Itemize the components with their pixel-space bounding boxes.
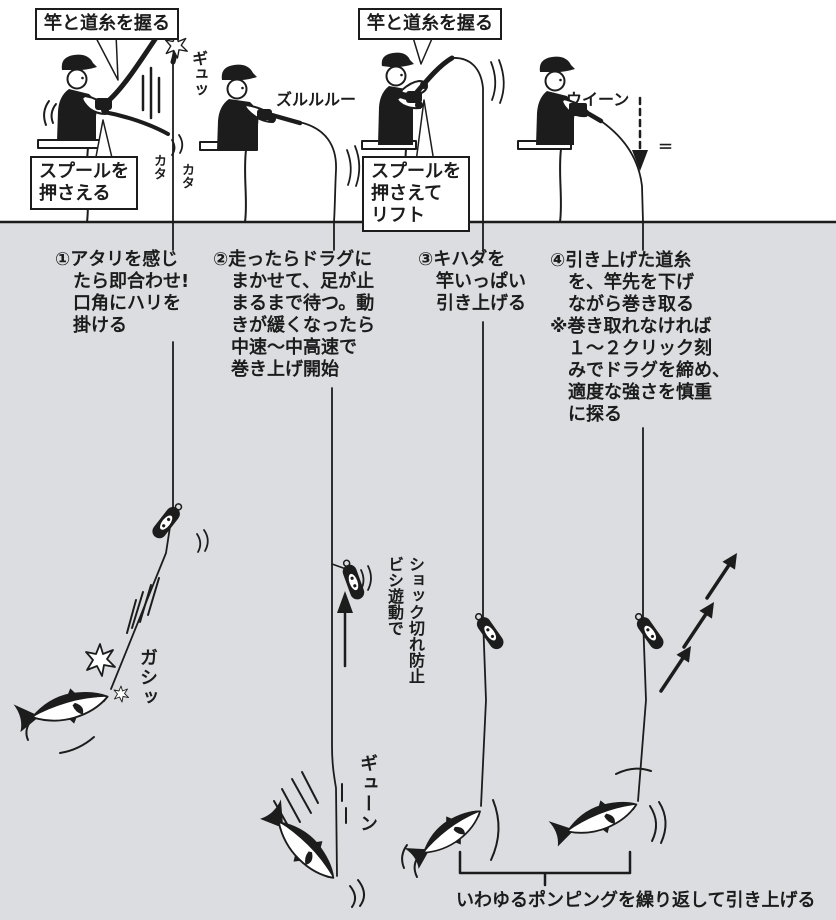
sea-background xyxy=(0,222,836,920)
dock-2 xyxy=(199,141,258,223)
label-hold-spool-1: スプールを 押さえる xyxy=(30,156,138,210)
sfx-squeeze: ギュッ xyxy=(189,50,208,98)
dock-4 xyxy=(517,140,572,223)
sinker-shake-arc xyxy=(196,533,202,553)
sfx-hook-set: ガシッ xyxy=(137,648,158,708)
sfx-line-slide: ズルルルー xyxy=(276,90,357,109)
fish-motion-arc xyxy=(59,736,95,754)
sinker-shake-arc xyxy=(203,529,209,552)
shock-up-arrow xyxy=(337,591,353,668)
sfx-rattle-2: カタ xyxy=(179,163,194,189)
fishing-rod-4 xyxy=(574,104,604,124)
fish-motion-arc xyxy=(25,721,31,741)
fisherman-4 xyxy=(536,56,589,145)
step-4-text: ④引き上げた道糸 を、竿先を下げ ながら巻き取る ※巻き取れなければ １〜２クリ… xyxy=(550,250,730,425)
fish-4-motion-arcs xyxy=(615,767,667,844)
fish-3-motion-arcs xyxy=(401,799,500,878)
fishing-line-2 xyxy=(298,121,361,877)
sfx-fish-dive: ギューン xyxy=(357,754,378,834)
sfx-reel-motor: ウイーン xyxy=(566,90,630,109)
sinker-shake-arc xyxy=(360,569,365,591)
shock-prevention-note: ビシ遊動で ショック切れ防止 xyxy=(385,556,425,684)
pumping-caption: いわゆるポンピングを繰り返して引き上げる xyxy=(456,890,816,911)
pumping-bracket xyxy=(458,850,632,887)
fishing-rod-3 xyxy=(409,55,455,101)
step-3-text: ③キハダを 竿いっぱい 引き上げる xyxy=(418,249,526,314)
step-1-text: ①アタリを感じ たら即合わせ! 口角にハリを 掛ける xyxy=(55,249,190,336)
sinker-shake-arc xyxy=(367,565,372,591)
fisherman-1 xyxy=(43,54,112,141)
fishing-line-3 xyxy=(451,57,505,807)
sfx-rattle-1: カタ xyxy=(151,154,166,180)
label-hold-spool-lift-3: スプールを 押さえて リフト xyxy=(362,156,470,232)
surface-mark: ＝ xyxy=(658,138,674,156)
fishing-rod-2 xyxy=(258,109,303,126)
label-grip-rod-and-line-3: 竿と道糸を握る xyxy=(358,8,502,40)
fishing-line-4 xyxy=(600,120,647,802)
dashed-down-arrow xyxy=(632,96,648,171)
fisherman-2 xyxy=(217,64,276,150)
label-grip-rod-and-line-1: 竿と道糸を握る xyxy=(35,8,179,40)
step-2-text: ②走ったらドラグに まかせて、足が止 まるまで待つ。動 きが緩くなったら 中速〜… xyxy=(213,249,375,380)
